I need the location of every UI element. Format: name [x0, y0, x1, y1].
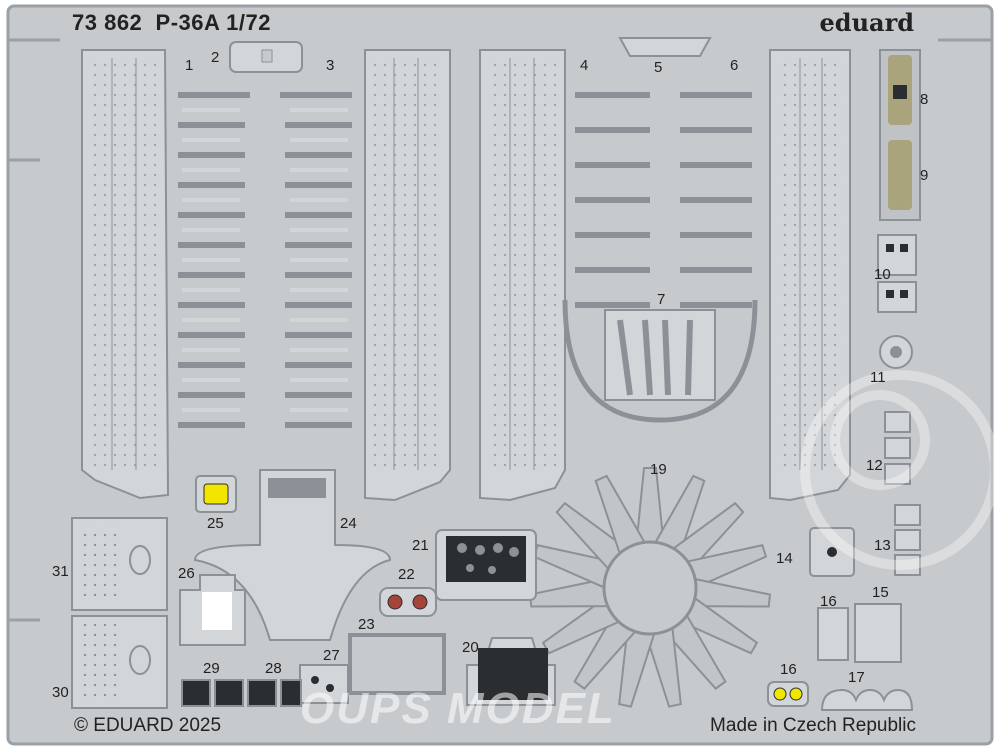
- ribs-group-left: [178, 92, 250, 428]
- part-label: 14: [776, 550, 793, 567]
- part-26: [179, 574, 246, 646]
- part-label: 9: [920, 167, 929, 184]
- part-24: [193, 469, 392, 641]
- part-label: 28: [265, 660, 282, 677]
- watermark-emblem: [800, 370, 1000, 570]
- frame-4-6: [562, 299, 758, 423]
- part-label: 11: [870, 369, 886, 386]
- part-30-31: [71, 517, 168, 709]
- part-27: [299, 664, 349, 704]
- part-25: [195, 475, 237, 513]
- part-12-13: [884, 411, 921, 576]
- part-label: 19: [650, 461, 667, 478]
- part-18: [767, 681, 809, 707]
- part-28-29: [181, 679, 302, 707]
- part-label: 22: [398, 566, 415, 583]
- part-label: 12: [866, 457, 883, 474]
- part-2: [229, 41, 303, 73]
- part-label: 29: [203, 660, 220, 677]
- part-label: 7: [657, 291, 666, 308]
- part-5: [618, 37, 712, 57]
- part-11: [879, 335, 913, 369]
- copyright-text: © EDUARD 2025: [74, 715, 222, 736]
- ribs-group-right: [280, 92, 352, 428]
- part-label: 13: [874, 537, 891, 554]
- part-label: 15: [872, 584, 889, 601]
- part-label: 16: [780, 661, 797, 678]
- part-23: [348, 633, 446, 695]
- part-label: 1: [185, 57, 194, 74]
- part-label: 10: [874, 266, 891, 283]
- part-label: 3: [326, 57, 335, 74]
- ribs-group-6: [680, 92, 752, 308]
- part-label: 5: [654, 59, 663, 76]
- part-label: 17: [848, 669, 865, 686]
- part-label: 20: [462, 639, 479, 656]
- part-label: 6: [730, 57, 739, 74]
- part-7: [604, 309, 716, 401]
- part-label: 25: [207, 515, 224, 532]
- part-8-9-belts: [879, 49, 921, 221]
- part-label: 16: [820, 593, 837, 610]
- part-10: [877, 234, 917, 313]
- ribs-group-4: [575, 92, 650, 308]
- part-15-16: [817, 603, 902, 663]
- sheet-code: 73 862: [72, 10, 143, 35]
- part-label: 27: [323, 647, 340, 664]
- part-3-panel: [364, 49, 451, 502]
- part-label: 23: [358, 616, 375, 633]
- sheet-model: P-36A 1/72: [155, 10, 272, 35]
- part-label: 21: [412, 537, 429, 554]
- part-14: [809, 527, 855, 577]
- part-label: 31: [52, 563, 69, 580]
- part-6-panel: [769, 49, 851, 502]
- part-20: [466, 637, 556, 706]
- part-1-panel: [81, 49, 170, 500]
- part-21: [435, 529, 537, 601]
- origin-text: Made in Czech Republic: [710, 715, 916, 736]
- part-4-panel: [479, 49, 566, 502]
- sheet-title: 73 862 P-36A 1/72: [72, 10, 271, 36]
- brand-logo: eduard: [819, 8, 914, 37]
- part-22: [379, 587, 437, 617]
- part-label: 30: [52, 684, 69, 701]
- part-17: [820, 688, 914, 711]
- part-label: 2: [211, 49, 220, 66]
- part-19-engine-star: [528, 467, 772, 708]
- part-label: 8: [920, 91, 929, 108]
- part-label: 4: [580, 57, 589, 74]
- part-label: 24: [340, 515, 357, 532]
- watermark-text: OUPS MODEL: [300, 684, 616, 733]
- part-label: 26: [178, 565, 195, 582]
